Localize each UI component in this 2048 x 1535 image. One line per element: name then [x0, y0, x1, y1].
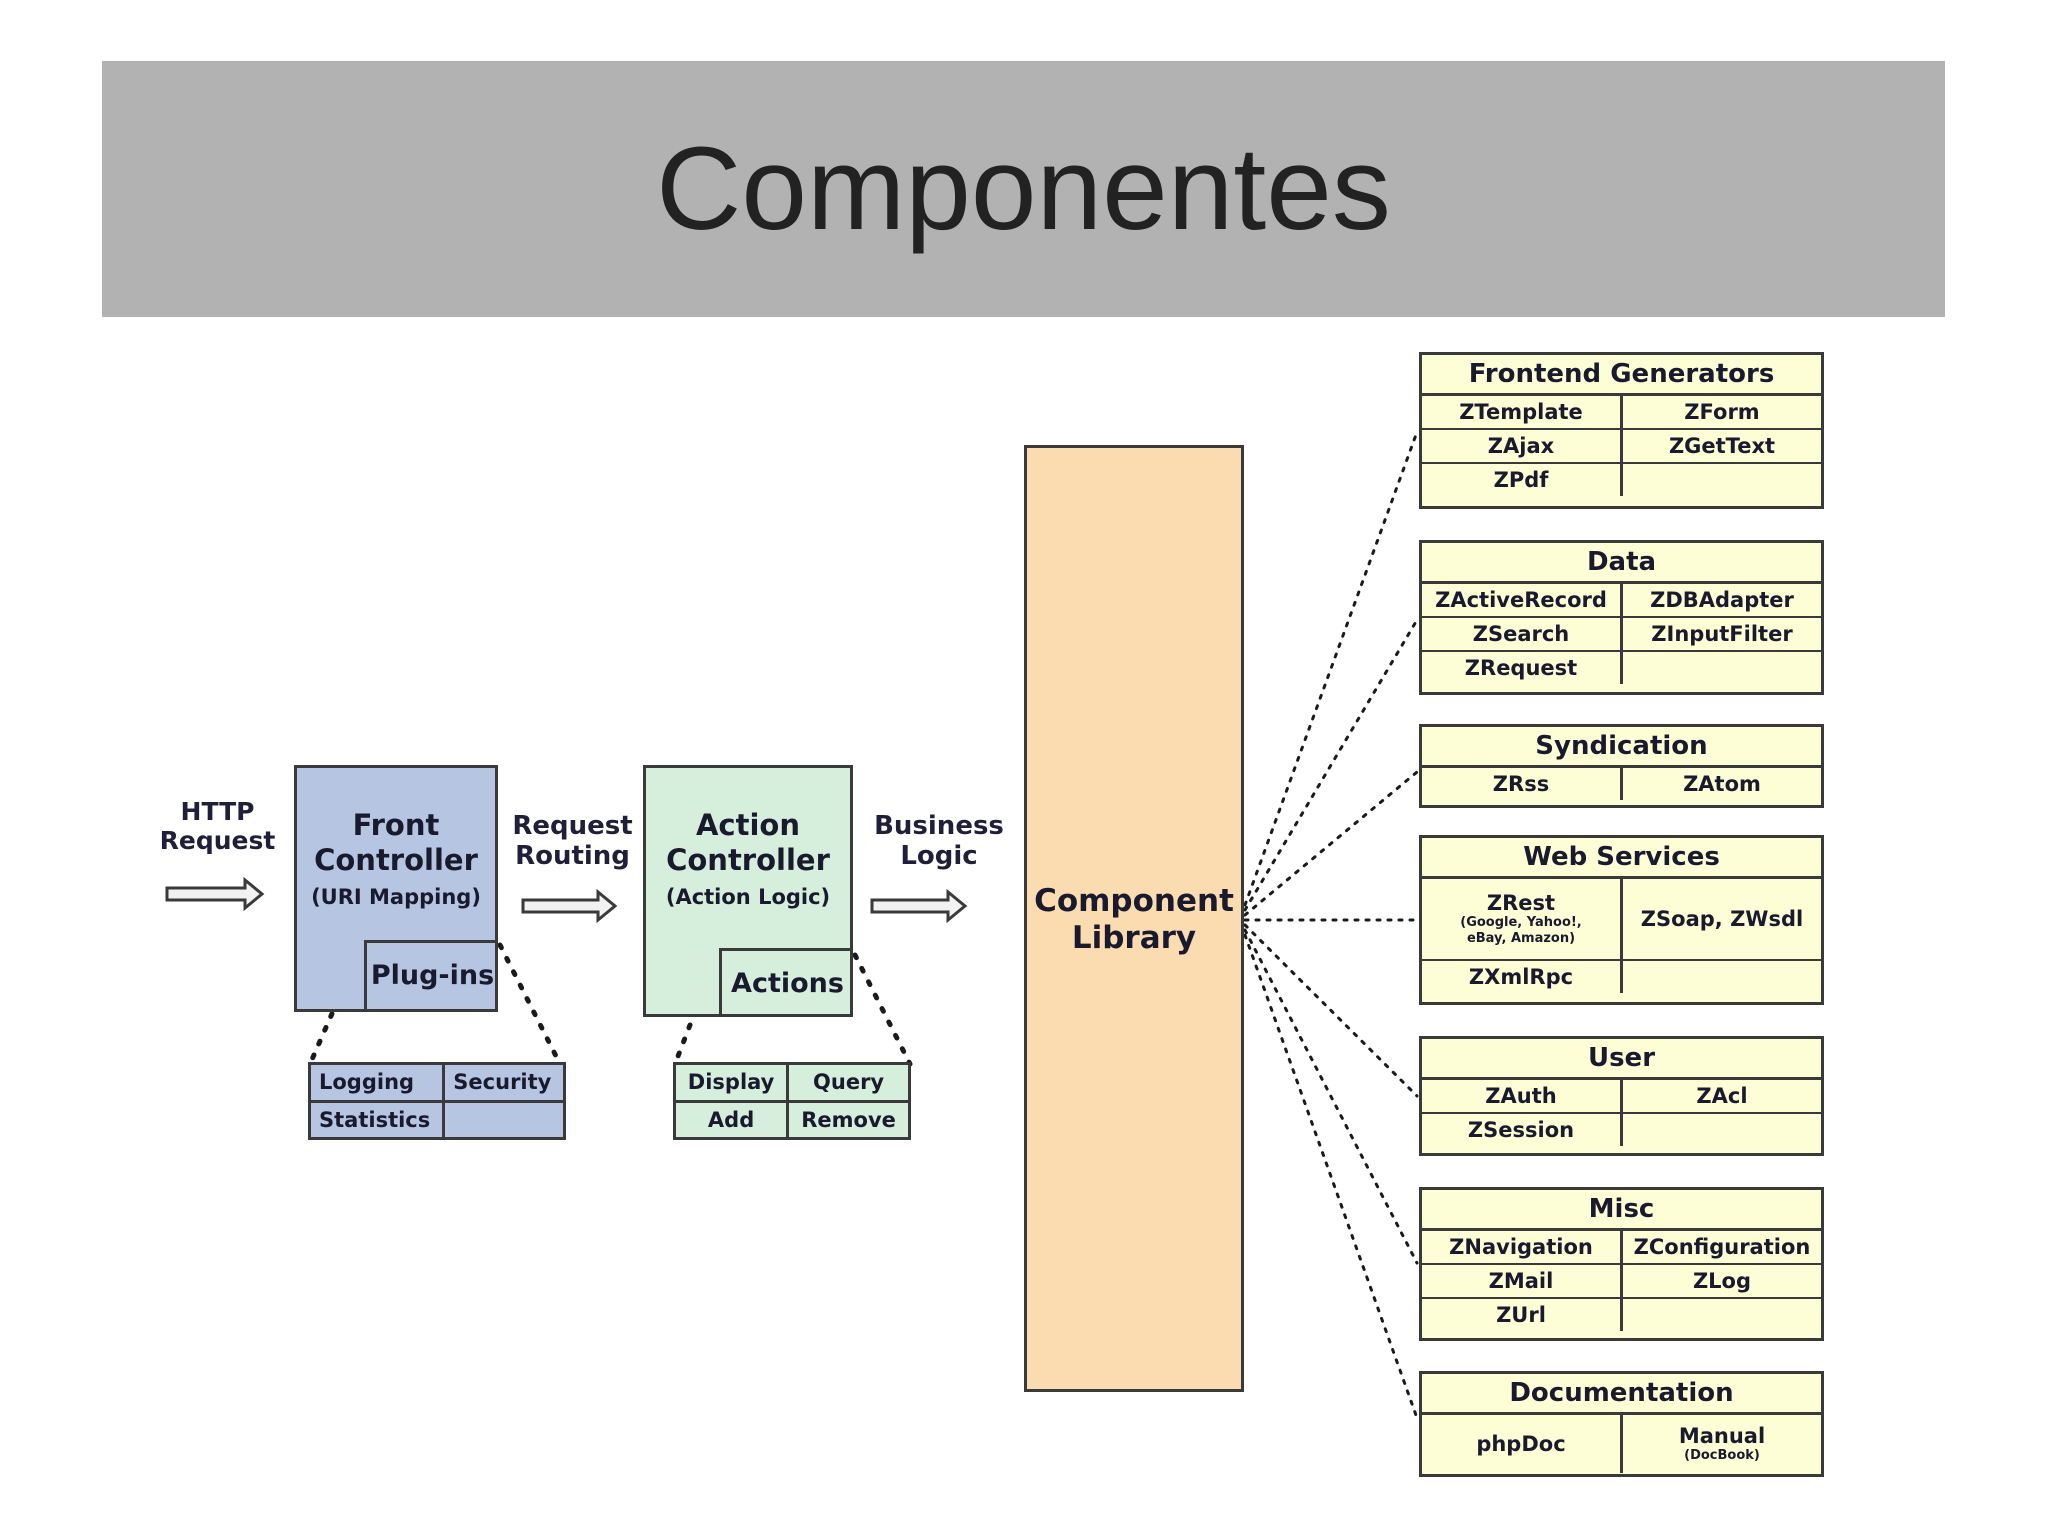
plugins-box: Plug-ins [364, 940, 498, 1012]
group-cell: ZMail [1422, 1263, 1623, 1298]
group-web-services: Web Services ZRest (Google, Yahoo!, eBay… [1419, 835, 1824, 1005]
business-arrow-icon [870, 888, 968, 924]
table-cell: Logging [307, 1062, 446, 1103]
group-documentation: Documentation phpDoc Manual (DocBook) [1419, 1371, 1824, 1477]
group-cell: ZXmlRpc [1422, 959, 1623, 993]
group-cell [1621, 1297, 1821, 1331]
table-cell [442, 1099, 566, 1140]
business-logic-label: Business Logic [874, 811, 1004, 871]
group-cell [1621, 462, 1821, 496]
table-cell: Remove [786, 1099, 911, 1140]
group-cell: phpDoc [1422, 1412, 1623, 1473]
group-cell: ZSession [1422, 1112, 1623, 1146]
http-request-label: HTTP Request [159, 797, 276, 855]
group-title: Syndication [1422, 727, 1821, 768]
group-title: Misc [1422, 1190, 1821, 1231]
front-controller-title: Front Controller [314, 808, 478, 877]
table-cell: Statistics [307, 1099, 446, 1140]
title-bar: Componentes [102, 61, 1945, 317]
group-cell: ZAuth [1422, 1077, 1623, 1113]
page-title: Componentes [656, 123, 1391, 255]
group-cell: ZAtom [1621, 765, 1821, 800]
group-cell: ZLog [1621, 1263, 1821, 1298]
group-cell: ZRequest [1422, 650, 1623, 684]
table-cell: Security [442, 1062, 566, 1103]
group-cell: ZPdf [1422, 462, 1623, 496]
group-cell [1621, 650, 1821, 684]
action-controller-title: Action Controller [666, 808, 830, 877]
actions-box: Actions [719, 948, 853, 1017]
group-cell: ZRest (Google, Yahoo!, eBay, Amazon) [1422, 876, 1623, 960]
table-cell: Display [672, 1062, 790, 1103]
group-cell: ZSoap, ZWsdl [1621, 876, 1821, 960]
group-cell [1621, 1112, 1821, 1146]
group-title: Data [1422, 543, 1821, 584]
group-cell [1621, 959, 1821, 993]
group-cell: ZAjax [1422, 428, 1623, 463]
action-controller-subtitle: (Action Logic) [665, 885, 831, 909]
group-cell: ZForm [1621, 393, 1821, 429]
front-controller-subtitle: (URI Mapping) [311, 885, 481, 909]
routing-arrow-icon [521, 888, 618, 924]
table-cell: Query [786, 1062, 911, 1103]
group-cell: ZInputFilter [1621, 616, 1821, 651]
http-arrow-icon [165, 876, 265, 912]
group-cell-note: (Google, Yahoo!, eBay, Amazon) [1460, 915, 1582, 946]
component-library-title: Component Library [1034, 883, 1234, 957]
group-cell: ZAcl [1621, 1077, 1821, 1113]
group-cell: ZActiveRecord [1422, 581, 1623, 617]
group-cell: Manual (DocBook) [1621, 1412, 1821, 1473]
group-cell-label: Manual [1678, 1424, 1766, 1449]
group-cell: ZSearch [1422, 616, 1623, 651]
group-title: Documentation [1422, 1374, 1821, 1415]
group-cell-label: ZRest [1486, 891, 1556, 916]
group-cell: ZRss [1422, 765, 1623, 800]
front-controller-plugins-table: Logging Security Statistics [307, 1062, 566, 1140]
group-cell: ZUrl [1422, 1297, 1623, 1331]
group-cell: ZTemplate [1422, 393, 1623, 429]
group-title: Frontend Generators [1422, 355, 1821, 396]
request-routing-label: Request Routing [512, 811, 633, 871]
group-cell: ZConfiguration [1621, 1228, 1821, 1264]
action-controller-actions-table: Display Query Add Remove [672, 1062, 911, 1140]
group-cell-note: (DocBook) [1684, 1448, 1760, 1464]
group-cell: ZDBAdapter [1621, 581, 1821, 617]
group-cell: ZGetText [1621, 428, 1821, 463]
table-cell: Add [672, 1099, 790, 1140]
component-library-box: Component Library [1024, 445, 1244, 1392]
front-controller-box: Front Controller (URI Mapping) Plug-ins [294, 765, 498, 1012]
group-title: Web Services [1422, 838, 1821, 879]
action-controller-box: Action Controller (Action Logic) Actions [643, 765, 853, 1017]
group-cell: ZNavigation [1422, 1228, 1623, 1264]
group-title: User [1422, 1039, 1821, 1080]
